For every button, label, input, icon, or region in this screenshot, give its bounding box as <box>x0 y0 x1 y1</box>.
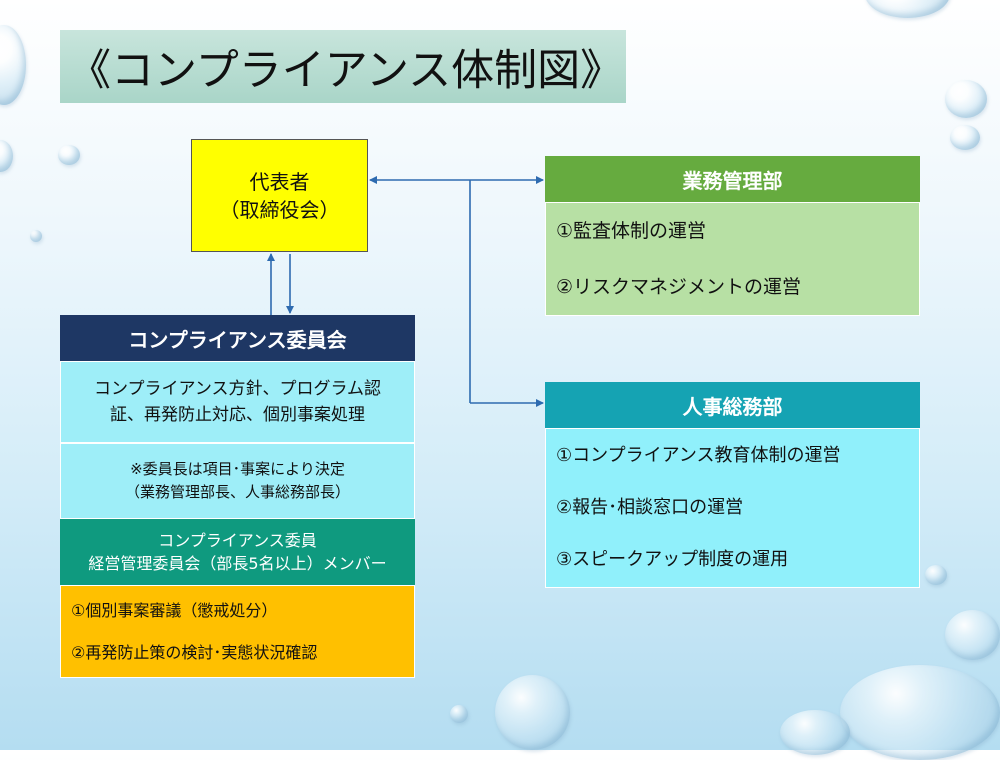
business-management-header: 業務管理部 <box>545 156 920 202</box>
water-droplet-decoration <box>950 125 980 150</box>
representative-box: 代表者 （取締役会） <box>191 139 368 252</box>
hr-general-affairs-body: ①コンプライアンス教育体制の運営 ②報告･相談窓口の運営 ③スピークアップ制度の… <box>545 428 920 588</box>
compliance-committee-note: ※委員長は項目･事案により決定 （業務管理部長、人事総務部長） <box>60 443 415 519</box>
committee-task-item: ②再発防止策の検討･実態状況確認 <box>71 642 318 662</box>
water-droplet-decoration <box>840 665 1000 760</box>
business-management-body: ①監査体制の運営 ②リスクマネジメントの運営 <box>545 202 920 316</box>
compliance-committee-header: コンプライアンス委員会 <box>60 315 415 361</box>
committee-member-title: コンプライアンス委員 <box>158 531 317 550</box>
hr-general-affairs-item: ①コンプライアンス教育体制の運営 <box>556 445 841 466</box>
water-droplet-decoration <box>0 140 13 172</box>
water-droplet-decoration <box>780 710 850 755</box>
compliance-committee-title: コンプライアンス委員会 <box>128 327 347 352</box>
water-droplet-decoration <box>865 0 950 18</box>
hr-general-affairs-title: 人事総務部 <box>682 394 783 419</box>
water-droplet-decoration <box>925 565 947 585</box>
business-management-item: ①監査体制の運営 <box>556 220 707 242</box>
title-banner: 《コンプライアンス体制図》 <box>60 30 626 103</box>
hr-general-affairs-item: ②報告･相談窓口の運営 <box>556 497 744 518</box>
compliance-committee-tasks: ①個別事案審議（懲戒処分） ②再発防止策の検討･実態状況確認 <box>60 585 415 678</box>
committee-member-detail: 経営管理委員会（部長5名以上）メンバー <box>88 554 387 573</box>
committee-duties-line: 証、再発防止対応、個別事案処理 <box>110 405 365 425</box>
page-title: 《コンプライアンス体制図》 <box>68 45 624 96</box>
water-droplet-decoration <box>945 610 1000 660</box>
compliance-committee-duties: コンプライアンス方針、プログラム認 証、再発防止対応、個別事案処理 <box>60 361 415 443</box>
business-management-item: ②リスクマネジメントの運営 <box>556 276 802 298</box>
representative-sublabel: （取締役会） <box>219 197 340 222</box>
water-droplet-decoration <box>495 675 570 750</box>
hr-general-affairs-item: ③スピークアップ制度の運用 <box>556 549 789 570</box>
water-droplet-decoration <box>30 230 42 242</box>
hr-general-affairs-header: 人事総務部 <box>545 382 920 428</box>
committee-note-line: （業務管理部長、人事総務部長） <box>124 483 350 501</box>
compliance-committee-members: コンプライアンス委員 経営管理委員会（部長5名以上）メンバー <box>60 519 415 585</box>
committee-note-line: ※委員長は項目･事案により決定 <box>130 460 345 478</box>
committee-duties-line: コンプライアンス方針、プログラム認 <box>94 379 381 399</box>
committee-task-item: ①個別事案審議（懲戒処分） <box>71 600 278 620</box>
water-droplet-decoration <box>58 145 80 165</box>
water-droplet-decoration <box>450 705 468 723</box>
business-management-title: 業務管理部 <box>682 168 783 193</box>
representative-label: 代表者 <box>249 169 310 194</box>
water-droplet-decoration <box>945 80 987 118</box>
